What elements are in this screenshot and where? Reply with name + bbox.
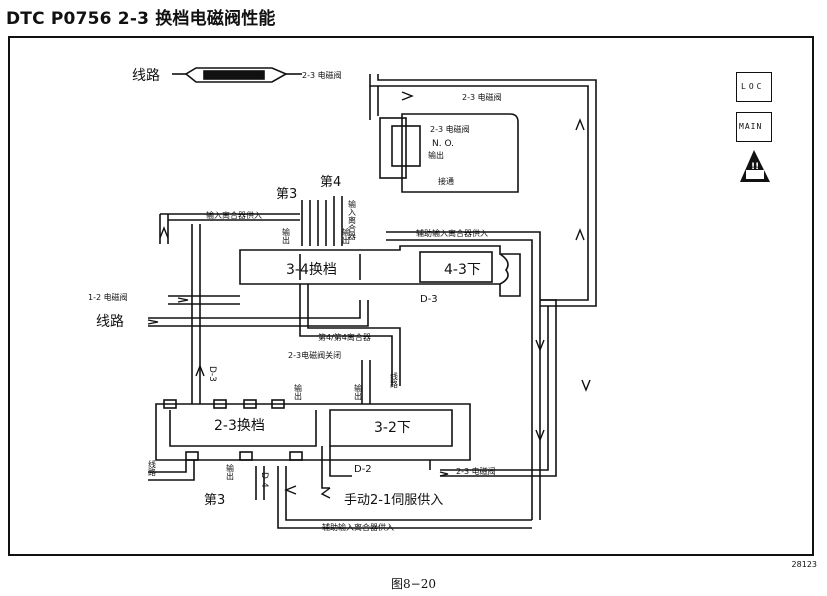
solenoid-23-right-label: 2-3 电磁阀 [462,92,502,102]
d3-vertical-label: D-3 [207,366,217,382]
valve-23-label: 2-3换档 [214,417,265,434]
solenoid-23-top-label: 2-3 电磁阀 [302,70,342,80]
third-label: 第3 [276,187,297,202]
manual-21-servo-label: 手动2-1伺服供入 [344,493,443,508]
valve-32-label: 3-2下 [374,420,411,436]
solenoid-23-bottom-label: 2-3 电磁阀 [456,466,496,476]
clutch-34-label: 第4/第4离合器 [318,332,371,342]
solenoid-box-no: N. O. [432,139,454,149]
output-23-top-label: 输出 [294,383,303,401]
main-badge-text: MAIN [739,122,763,131]
valve-43-label: 4-3下 [444,262,481,278]
aux-input-supply-bottom-label: 辅助输入离合器供入 [322,522,394,532]
fourth-label: 第4 [320,175,341,190]
third-bottom-label: 第3 [204,493,225,508]
output-34-left-label: 输出 [282,227,291,245]
warning-badge-text: !! [751,162,759,172]
solenoid-box-output: 输出 [428,150,444,160]
input-clutch-supply-label: 输入离合器供入 [206,210,262,220]
solenoid-23-off-label: 2-3电磁阀关闭 [288,350,341,360]
diagram-frame [8,36,814,556]
line-vertical-left-label: 线路 [148,459,157,476]
output-34-right-label: 输出 [342,227,351,245]
figure-code: 28123 [791,560,817,569]
output-23-top2-label: 输出 [354,383,363,401]
d4-vertical-label: D-4 [259,472,269,488]
d2-label: D-2 [354,464,372,475]
solenoid-box-title: 2-3 电磁阀 [430,124,470,134]
loc-badge-text: LOC [741,82,765,91]
line-vertical-right-label: 线路 [390,371,399,388]
solenoid-box-connect: 接通 [438,176,454,186]
aux-input-supply-top-label: 辅助输入离合器供入 [416,228,488,238]
d3-label: D-3 [420,294,438,305]
solenoid-12-label: 1-2 电磁阀 [88,292,128,302]
valve-34-label: 3-4换档 [286,261,337,278]
input-clutch-vertical-label: 输入离合器 [348,199,357,241]
output-23-bottom-label: 输出 [226,463,235,481]
main-badge: MAIN [736,112,772,142]
warning-triangle-icon: !! [740,150,770,182]
page-title: DTC P0756 2-3 换档电磁阀性能 [6,9,276,29]
line-mid-label: 线路 [96,314,124,330]
loc-badge: LOC [736,72,772,102]
figure-caption: 图8−20 [391,577,436,591]
line-top-label: 线路 [132,68,160,84]
